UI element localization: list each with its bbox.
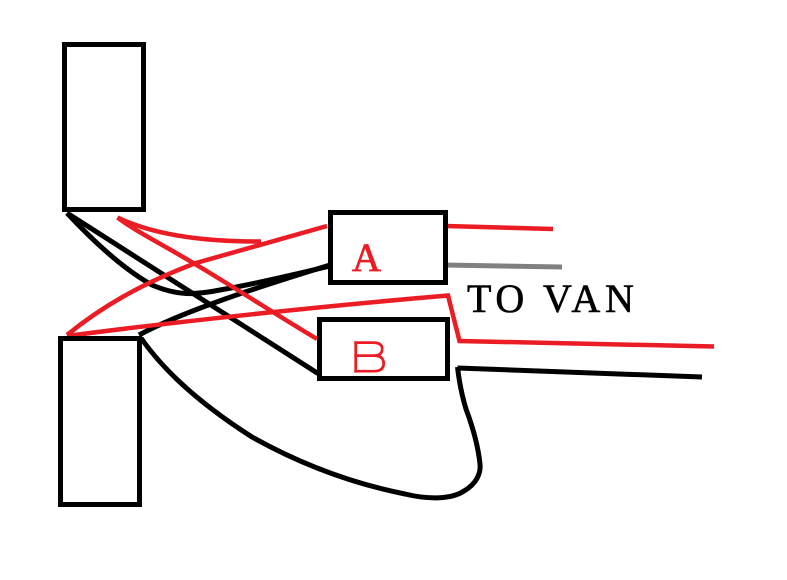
svg-text:A: A bbox=[352, 235, 381, 280]
svg-text:TO VAN: TO VAN bbox=[467, 276, 639, 321]
